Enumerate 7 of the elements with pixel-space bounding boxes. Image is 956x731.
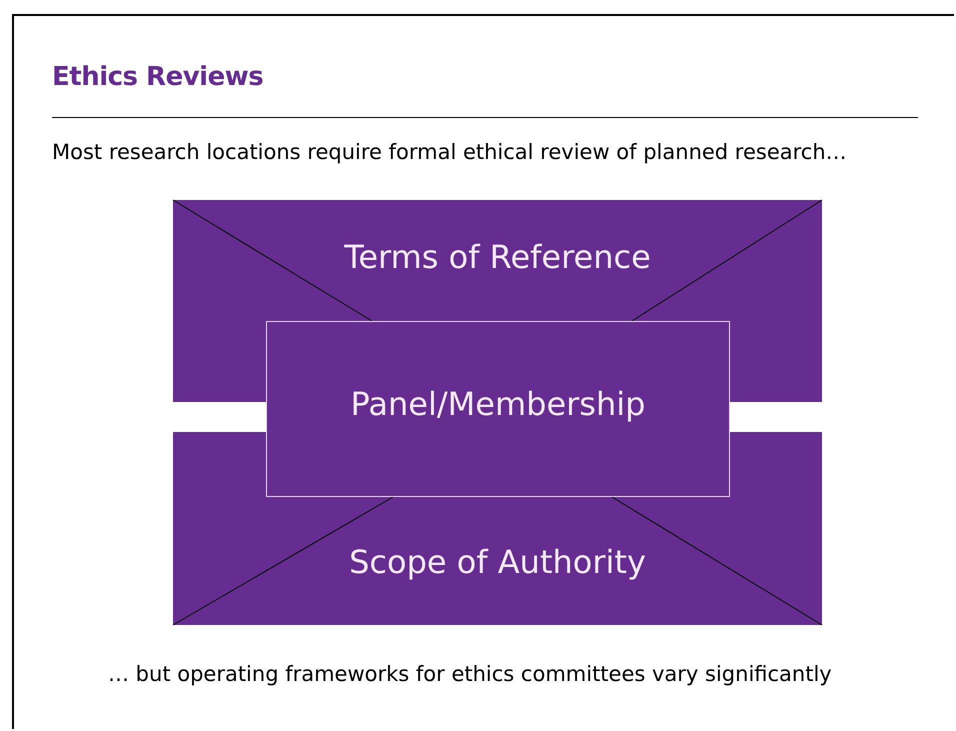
caption-text: Most research locations require formal ethical review of planned research… bbox=[52, 140, 847, 164]
panel-label: Scope of Authority bbox=[348, 543, 647, 581]
slide-title: Ethics Reviews bbox=[52, 62, 264, 92]
panel-label: Panel/Membership bbox=[350, 385, 646, 423]
center-panel bbox=[266, 321, 730, 497]
caption-text: … but operating frameworks for ethics committees vary significantly bbox=[108, 662, 832, 686]
panel-label: Terms of Reference bbox=[343, 238, 652, 276]
